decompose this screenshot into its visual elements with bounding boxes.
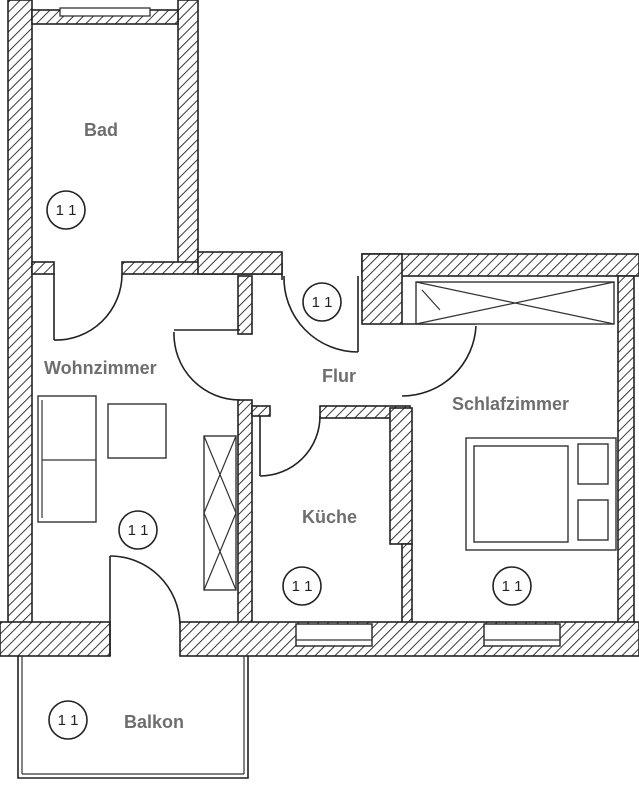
walls xyxy=(0,0,639,657)
badge-wohnzimmer: 1 1 xyxy=(118,510,158,550)
room-label-kueche: Küche xyxy=(302,507,357,527)
wall-kitchen-top-stub xyxy=(251,405,271,417)
nightstand-bottom xyxy=(577,499,609,541)
svg-text:1 1: 1 1 xyxy=(312,294,333,311)
table xyxy=(107,403,167,459)
room-label-wohnzimmer: Wohnzimmer xyxy=(44,358,157,378)
living-wardrobe xyxy=(203,435,237,591)
wall-bottom-right xyxy=(179,621,639,657)
badge-bad: 1 1 xyxy=(46,190,86,230)
sofa xyxy=(37,395,97,523)
badge-schlafzimmer: 1 1 xyxy=(492,566,532,606)
wall-living-kitchen xyxy=(237,399,253,625)
room-label-schlafzimmer: Schlafzimmer xyxy=(452,394,569,414)
badge-balkon: 1 1 xyxy=(48,700,88,740)
furniture xyxy=(37,281,617,591)
wall-left-outer xyxy=(7,0,33,625)
wall-bath-right xyxy=(177,0,199,273)
svg-text:1 1: 1 1 xyxy=(56,202,77,219)
room-label-bad: Bad xyxy=(84,120,118,140)
svg-text:1 1: 1 1 xyxy=(58,712,79,729)
badge-kueche: 1 1 xyxy=(282,566,322,606)
wall-bedroom-top xyxy=(361,253,639,277)
bedroom-window xyxy=(483,623,561,647)
svg-text:1 1: 1 1 xyxy=(502,578,523,595)
kitchen-window xyxy=(295,623,373,647)
wall-bottom-left xyxy=(0,621,111,657)
wall-flur-top xyxy=(197,251,283,275)
nightstand-top xyxy=(577,443,609,485)
wall-living-flur-upper xyxy=(237,275,253,335)
balcony-outline xyxy=(17,656,249,779)
windows xyxy=(59,7,561,647)
bath-window xyxy=(59,7,151,17)
svg-text:1 1: 1 1 xyxy=(292,578,313,595)
room-labels: Bad Wohnzimmer Flur Schlafzimmer Küche B… xyxy=(44,120,569,732)
badge-flur: 1 1 xyxy=(302,282,342,322)
room-badges: 1 1 1 1 1 1 1 1 1 1 1 1 xyxy=(46,190,532,740)
svg-text:1 1: 1 1 xyxy=(128,522,149,539)
wall-kitchen-bedroom xyxy=(389,407,413,545)
wall-bedroom-top-pier xyxy=(361,253,403,325)
room-label-flur: Flur xyxy=(322,366,356,386)
wall-right-outer xyxy=(617,275,635,625)
wall-bath-bottom-left xyxy=(31,261,55,275)
wall-kitchen-bedroom-lower xyxy=(401,543,413,625)
room-label-balkon: Balkon xyxy=(124,712,184,732)
